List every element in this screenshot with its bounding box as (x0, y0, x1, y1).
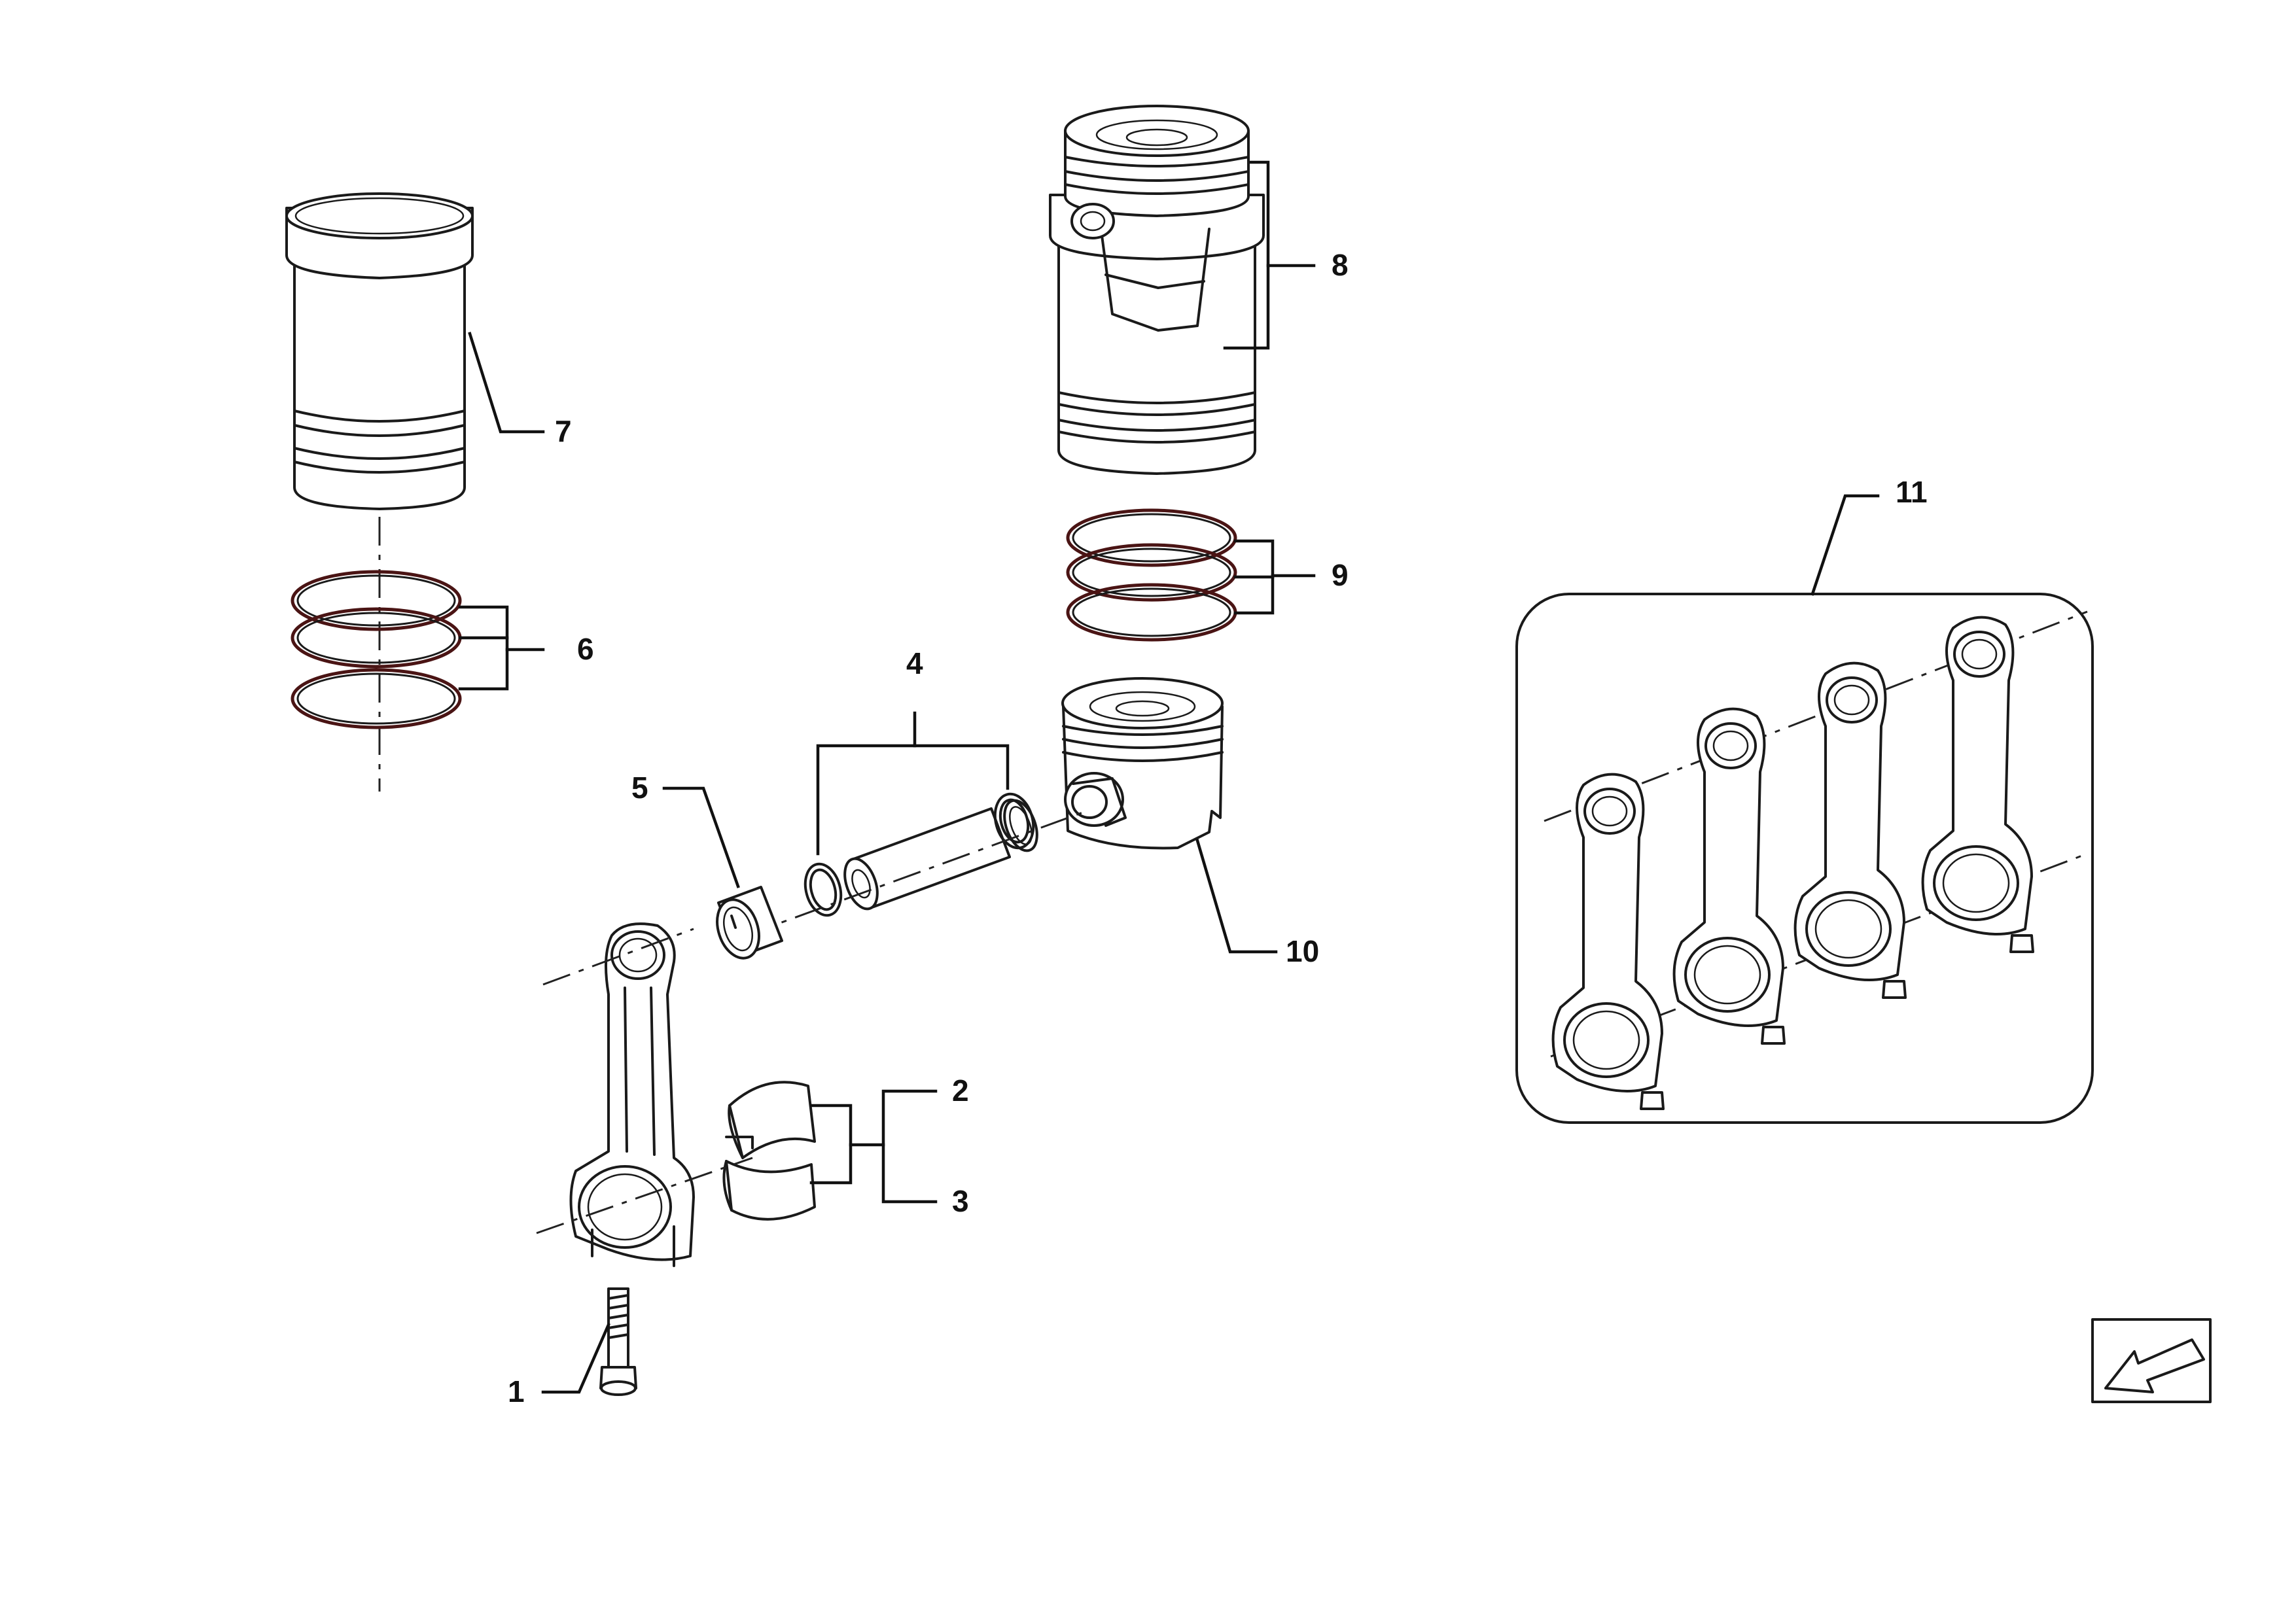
connecting-rod (536, 922, 753, 1267)
liner-seal-rings (291, 570, 462, 729)
callout-8: 8 (1332, 248, 1349, 282)
callout-7: 7 (555, 414, 572, 448)
callout-11: 11 (1896, 475, 1928, 509)
piston-pin-kit (745, 792, 1087, 937)
piston (1061, 677, 1224, 850)
connecting-rod-set (1544, 610, 2088, 1110)
callout-9: 9 (1332, 558, 1349, 592)
callout-10: 10 (1286, 934, 1319, 968)
piston-liner-kit (1049, 105, 1265, 475)
callout-2: 2 (952, 1073, 969, 1108)
piston-kit-seal-rings (1066, 508, 1237, 642)
arrow-down-left-icon (2091, 1318, 2212, 1403)
callout-1: 1 (508, 1374, 525, 1408)
callout-3: 3 (952, 1184, 969, 1218)
callout-6: 6 (577, 632, 594, 666)
cylinder-liner (285, 192, 474, 792)
small-end-bushing (716, 886, 783, 960)
connecting-rod-set-frame (1515, 593, 2094, 1124)
connecting-rod-bolt (599, 1287, 637, 1396)
callout-4: 4 (906, 646, 923, 680)
leader-lines (458, 160, 1880, 1394)
big-end-bearing-shells (722, 1081, 816, 1221)
callout-5: 5 (631, 771, 648, 805)
callout-labels: 1 2 3 4 5 6 7 8 9 10 11 (508, 248, 1928, 1408)
